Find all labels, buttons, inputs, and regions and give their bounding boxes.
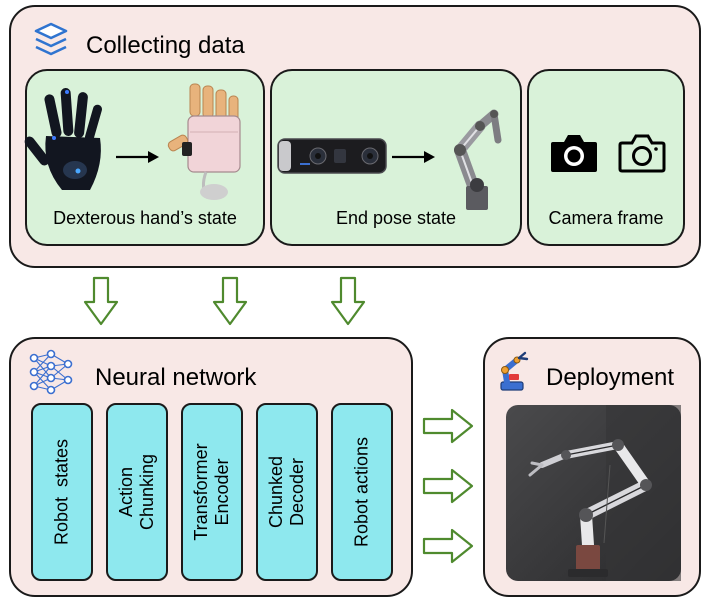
robotic-hand-image xyxy=(167,83,241,200)
transformer-encoder-block: Transformer Encoder xyxy=(181,403,243,581)
robot-states-block: Robot states xyxy=(31,403,93,581)
action-chunking-block: Action Chunking xyxy=(106,403,168,581)
robot-states-label: Robot states xyxy=(51,438,72,546)
right-arrow-3 xyxy=(422,528,474,564)
arrow-camera-to-arm xyxy=(392,151,435,163)
camera-outline-icon xyxy=(618,134,666,173)
arrow-glove-to-hand xyxy=(116,151,159,163)
right-arrow-2 xyxy=(422,468,474,504)
robot-actions-block: Robot actions xyxy=(331,403,393,581)
layers-icon xyxy=(34,22,68,56)
deployment-photo xyxy=(506,405,681,581)
collecting-data-title: Collecting data xyxy=(86,32,245,59)
camera-filled-icon xyxy=(551,135,597,172)
deployment-title: Deployment xyxy=(546,364,675,391)
chunked-decoder-label: Chunked Decoder xyxy=(266,455,307,529)
neural-network-title: Neural network xyxy=(95,364,257,391)
data-glove-image xyxy=(24,88,102,190)
end-pose-caption: End pose state xyxy=(335,208,457,228)
down-arrow-1 xyxy=(83,276,119,326)
action-chunking-label: Action Chunking xyxy=(116,453,157,531)
robot-actions-label: Robot actions xyxy=(351,436,372,548)
down-arrow-2 xyxy=(212,276,248,326)
transformer-encoder-label: Transformer Encoder xyxy=(191,443,232,541)
robot-arm-image xyxy=(454,109,502,210)
chunked-decoder-block: Chunked Decoder xyxy=(256,403,318,581)
robot-arm-icon xyxy=(500,351,529,391)
depth-camera-image xyxy=(277,138,387,174)
right-arrow-1 xyxy=(422,408,474,444)
dexterous-hand-caption: Dexterous hand’s state xyxy=(53,208,237,228)
neural-network-icon xyxy=(29,349,73,395)
camera-frame-caption: Camera frame xyxy=(548,208,664,228)
down-arrow-3 xyxy=(330,276,366,326)
